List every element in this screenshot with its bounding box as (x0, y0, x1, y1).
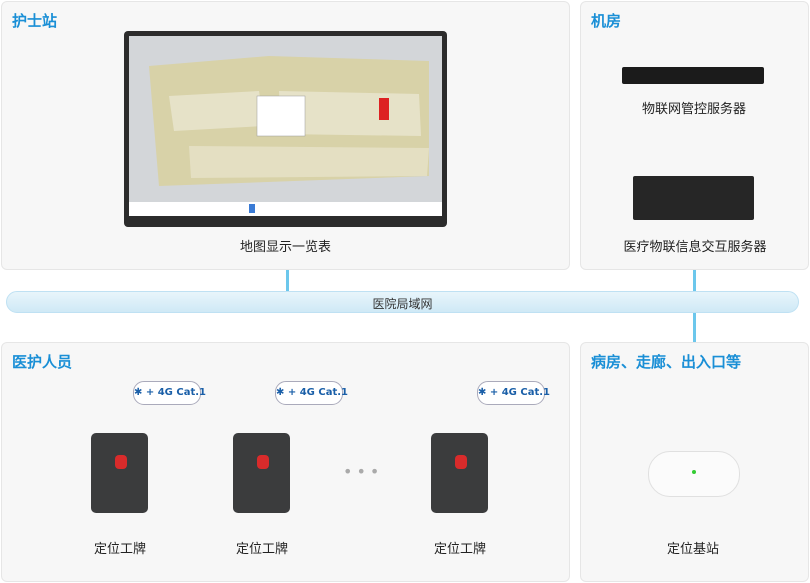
tag-button-1 (115, 455, 127, 469)
base-station-caption: 定位基站 (666, 542, 719, 557)
network-link-nurse (286, 270, 289, 291)
nurse-station-title: 护士站 (12, 12, 58, 30)
machine-room-panel: 机房 (580, 1, 809, 270)
map-display-monitor (124, 31, 447, 227)
medical-server-icon (633, 176, 754, 220)
base-station-led (692, 470, 696, 474)
ellipsis-dots: ••• (343, 462, 384, 481)
ward-title: 病房、走廊、出入口等 (591, 353, 742, 371)
tag-signal-badge-3: ✱ + 4G Cat.1 (477, 381, 550, 405)
tag-button-2 (257, 455, 269, 469)
machine-room-title: 机房 (591, 12, 622, 30)
tag-button-3 (455, 455, 467, 469)
hospital-lan-label: 医院局域网 (372, 297, 433, 311)
tag-signal-badge-2: ✱ + 4G Cat.1 (275, 381, 348, 405)
network-link-server (693, 270, 696, 291)
tag-signal-badge-1: ✱ + 4G Cat.1 (133, 381, 206, 405)
tag-caption-3: 定位工牌 (433, 542, 486, 557)
floor-map-graphic (129, 36, 442, 216)
floor-map-screen (129, 36, 442, 216)
hospital-lan-bar: 医院局域网 (6, 291, 799, 313)
medical-server-caption: 医疗物联信息交互服务器 (623, 240, 767, 255)
iot-server-caption: 物联网管控服务器 (641, 102, 746, 117)
map-display-caption: 地图显示一览表 (239, 240, 331, 255)
iot-server-icon (622, 67, 764, 84)
locator-tag-2 (233, 433, 290, 513)
base-station-icon (648, 451, 740, 497)
locator-tag-1 (91, 433, 148, 513)
staff-title: 医护人员 (12, 353, 73, 371)
network-link-ward (693, 313, 696, 342)
tag-caption-1: 定位工牌 (93, 542, 146, 557)
locator-tag-3 (431, 433, 488, 513)
tag-caption-2: 定位工牌 (235, 542, 288, 557)
